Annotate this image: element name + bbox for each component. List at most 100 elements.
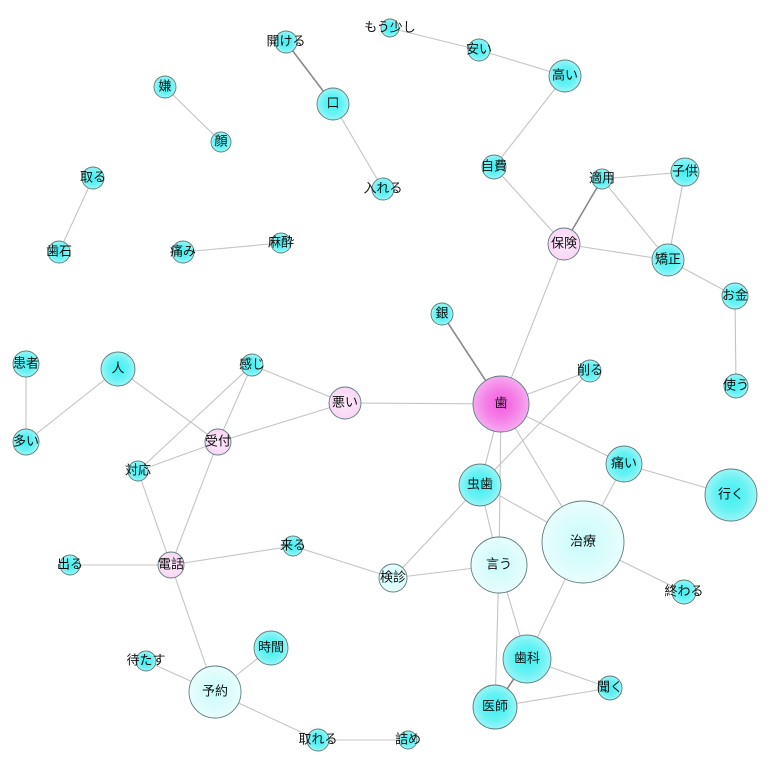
node-kenshin: 検診 — [378, 563, 408, 593]
node-label-ishi: 医師 — [482, 700, 508, 715]
node-mushiba: 虫歯 — [458, 463, 502, 507]
edge-kuru-kenshin — [292, 545, 394, 579]
node-label-matasu: 待たす — [126, 654, 165, 669]
node-label-jihi: 自費 — [481, 160, 507, 175]
edge-jihi-hoken — [493, 166, 565, 245]
node-label-itami: 痛み — [170, 244, 196, 260]
node-circle-jihi — [481, 154, 507, 180]
edge-hito-uketsuke — [117, 368, 219, 443]
node-masui: 麻酔 — [268, 232, 294, 254]
edge-mousukoshi-yasui — [389, 27, 480, 51]
node-itai: 痛い — [605, 445, 643, 483]
node-layer: 歯治療行く言う予約虫歯歯科医師痛い時間人口高い矯正保険悪い受付電話子供お金使う適… — [12, 18, 758, 752]
node-circle-shika — [502, 634, 552, 684]
node-label-gin: 銀 — [435, 307, 448, 322]
node-kuchi: 口 — [316, 87, 350, 121]
node-shika: 歯科 — [502, 634, 552, 684]
node-label-yasui: 安い — [466, 43, 492, 58]
edge-denwa-uketsuke — [170, 441, 219, 566]
edge-warui-kanji — [251, 364, 346, 404]
node-tekiyo: 適用 — [589, 168, 615, 190]
node-circle-uketsuke — [204, 428, 232, 456]
node-circle-toru — [81, 166, 105, 190]
node-circle-tsume — [398, 730, 418, 750]
node-hagane: 歯 — [472, 375, 530, 433]
node-circle-ireru — [371, 177, 395, 201]
edge-kanji-taiou — [137, 364, 253, 472]
node-akeru: 開ける — [266, 30, 306, 54]
node-owaru: 終わる — [664, 579, 704, 605]
node-label-takai: 高い — [552, 68, 578, 84]
node-iya: 嫌 — [153, 75, 177, 99]
node-iku: 行く — [704, 468, 758, 522]
node-circle-hoken — [547, 227, 581, 261]
node-label-shiseki: 歯石 — [46, 245, 72, 260]
node-kao: 顔 — [210, 131, 232, 153]
node-label-mushiba: 虫歯 — [467, 478, 493, 493]
node-label-kenshin: 検診 — [380, 570, 406, 586]
node-circle-gin — [430, 302, 454, 326]
node-circle-iya — [153, 75, 177, 99]
edge-hoken-kyosei — [563, 243, 669, 261]
node-circle-kodomo — [670, 157, 700, 187]
node-label-masui: 麻酔 — [268, 236, 294, 251]
node-label-kao: 顔 — [214, 135, 227, 150]
node-label-kuchi: 口 — [326, 97, 339, 112]
node-circle-kuru — [282, 535, 304, 557]
node-kodomo: 子供 — [670, 157, 700, 187]
node-circle-itami — [171, 240, 195, 264]
node-circle-tsukau — [723, 373, 749, 399]
node-circle-iu — [470, 536, 528, 594]
node-kanji: 感じ — [239, 353, 265, 377]
node-label-owaru: 終わる — [664, 584, 703, 600]
node-label-kodomo: 子供 — [672, 165, 698, 180]
node-tsume: 詰め — [395, 730, 421, 750]
node-circle-yasui — [467, 38, 491, 62]
edge-kanji-uketsuke — [217, 364, 253, 443]
node-label-mousukoshi: もう少し — [364, 21, 416, 36]
node-label-iya: 嫌 — [158, 80, 171, 95]
edge-takai-jihi — [493, 75, 566, 168]
node-toru: 取る — [80, 166, 106, 190]
node-label-itai: 痛い — [611, 456, 637, 472]
node-label-ireru: 入れる — [363, 182, 402, 197]
node-label-hoken: 保険 — [551, 237, 577, 252]
node-circle-taiou — [127, 460, 149, 482]
node-circle-kuchi — [316, 87, 350, 121]
node-label-tsukau: 使う — [723, 378, 749, 394]
node-jikan: 時間 — [253, 630, 289, 666]
node-kezuru: 削る — [577, 359, 603, 383]
node-circle-masui — [270, 232, 292, 254]
node-ishi: 医師 — [472, 684, 518, 730]
node-circle-takai — [548, 59, 582, 93]
node-chiryo: 治療 — [541, 500, 625, 584]
node-circle-kao — [210, 131, 232, 153]
node-label-kuru: 来る — [280, 539, 306, 554]
node-label-tekiyo: 適用 — [589, 171, 615, 187]
node-shiseki: 歯石 — [46, 240, 72, 264]
node-label-yoyaku: 予約 — [202, 685, 228, 700]
edge-warui-uketsuke — [217, 402, 346, 443]
node-kiku: 聞く — [597, 675, 623, 701]
node-circle-akeru — [274, 30, 298, 54]
node-toreru: 取れる — [298, 728, 338, 752]
edge-denwa-kuru — [170, 545, 294, 566]
node-circle-kezuru — [578, 359, 602, 383]
node-circle-warui — [328, 386, 362, 420]
node-takai: 高い — [548, 59, 582, 93]
edge-layer — [25, 27, 737, 741]
node-circle-owaru — [671, 579, 697, 605]
node-label-iku: 行く — [718, 488, 744, 503]
node-circle-hito — [100, 351, 136, 387]
node-label-toru: 取る — [80, 171, 106, 186]
node-label-chiryo: 治療 — [570, 535, 596, 550]
node-circle-ishi — [472, 684, 518, 730]
node-circle-chiryo — [541, 500, 625, 584]
node-label-toreru: 取れる — [298, 733, 337, 748]
node-circle-yoyaku — [188, 665, 242, 719]
node-hito: 人 — [100, 351, 136, 387]
node-label-akeru: 開ける — [266, 35, 305, 50]
node-circle-ooi — [12, 428, 40, 456]
node-circle-tekiyo — [591, 168, 613, 190]
